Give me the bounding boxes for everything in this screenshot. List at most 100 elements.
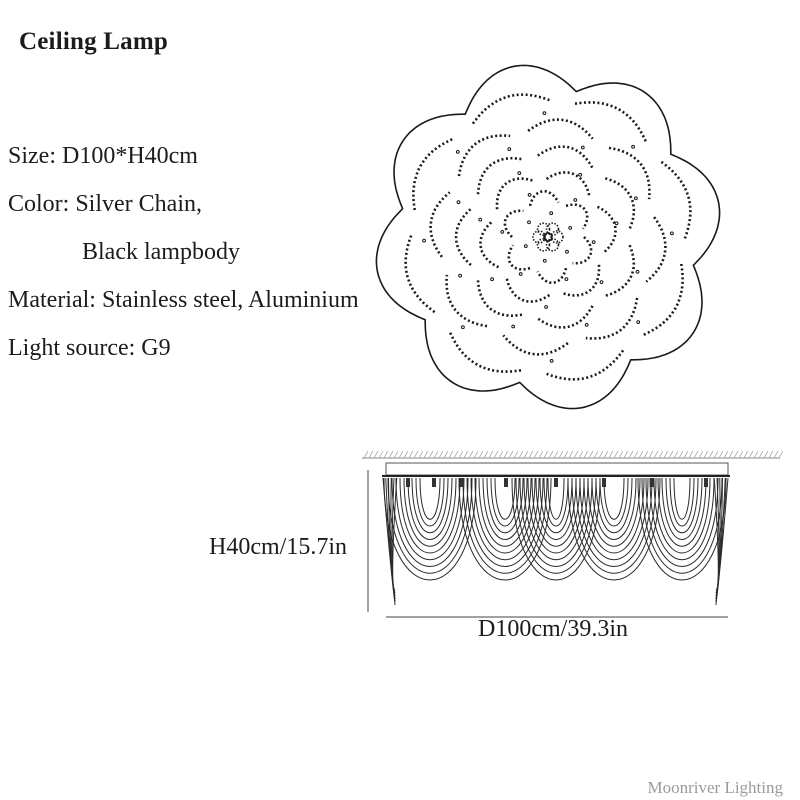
- ceiling-hatch-stroke: [578, 450, 584, 459]
- ceiling-hatch-stroke: [623, 450, 629, 459]
- crystal-dot: [564, 277, 569, 282]
- hanging-chain-loop: [490, 477, 520, 527]
- g9-bulb: [554, 478, 558, 487]
- ceiling-hatch-stroke: [703, 450, 709, 459]
- hanging-chain-loop: [645, 477, 719, 567]
- hanging-chain-loop: [399, 477, 461, 554]
- ceiling-hatch-stroke: [583, 450, 589, 459]
- g9-bulb: [432, 478, 436, 487]
- ceiling-hatch-stroke: [633, 450, 639, 459]
- crystal-dot: [500, 230, 505, 234]
- ceiling-hatch: [362, 450, 784, 459]
- ceiling-hatch-stroke: [473, 450, 479, 459]
- ceiling-hatch-stroke: [628, 450, 634, 459]
- crystal-dot: [636, 320, 641, 325]
- crystal-dot: [422, 238, 427, 243]
- ceiling-hatch-stroke: [468, 450, 474, 459]
- crystal-dot: [507, 147, 512, 152]
- chain-ring-arc: [574, 101, 648, 145]
- crystal-dot: [565, 249, 569, 254]
- center-petal: [545, 222, 560, 236]
- side-chain-drape: [391, 477, 396, 594]
- chain-ring-arc: [536, 305, 594, 329]
- ceiling-hatch-stroke: [708, 450, 714, 459]
- ceiling-hatch-stroke: [403, 450, 409, 459]
- hanging-chain-loop: [474, 477, 536, 554]
- ceiling-hatch-stroke: [738, 450, 744, 459]
- center-petal: [545, 238, 560, 252]
- crystal-dot: [580, 145, 585, 150]
- crystal-dot: [458, 273, 463, 278]
- ceiling-hatch-stroke: [728, 450, 734, 459]
- ceiling-hatch-stroke: [718, 450, 724, 459]
- ceiling-hatch-stroke: [393, 450, 399, 459]
- hanging-chain-loop: [515, 477, 597, 574]
- ceiling-hatch-stroke: [378, 450, 384, 459]
- chain-ring-arc: [502, 334, 569, 356]
- crystal-dot: [544, 305, 548, 309]
- hanging-chain-loop: [523, 477, 589, 560]
- ceiling-hatch-stroke: [618, 450, 624, 459]
- g9-bulb: [650, 478, 654, 487]
- hanging-chain-loop: [535, 477, 577, 540]
- chain-ring-arc: [476, 279, 523, 318]
- center-core: [543, 232, 553, 242]
- hanging-chain-loop: [411, 477, 449, 534]
- ceiling-hatch-stroke: [643, 450, 649, 459]
- ceiling-hatch-stroke: [458, 450, 464, 459]
- hanging-chain-loop: [661, 477, 703, 540]
- side-chain-drape: [715, 477, 720, 594]
- crystal-dot: [599, 280, 604, 285]
- ceiling-hatch-stroke: [648, 450, 654, 459]
- hanging-chain-loop: [543, 477, 569, 527]
- ceiling-hatch-stroke: [368, 450, 374, 459]
- ceiling-hatch-stroke: [553, 450, 559, 459]
- lamp-outer-outline: [375, 64, 721, 410]
- hanging-chain-loop: [403, 477, 457, 547]
- ceiling-hatch-stroke: [763, 450, 769, 459]
- hanging-chain-loop: [519, 477, 593, 567]
- crystal-dot: [455, 150, 460, 154]
- ceiling-hatch-stroke: [673, 450, 679, 459]
- ceiling-hatch-stroke: [663, 450, 669, 459]
- ceiling-hatch-stroke: [568, 450, 574, 459]
- ceiling-hatch-stroke: [593, 450, 599, 459]
- g9-bulb: [460, 478, 464, 487]
- ceiling-hatch-stroke: [603, 450, 609, 459]
- chain-ring-arc: [429, 191, 451, 258]
- ceiling-hatch-stroke: [773, 450, 779, 459]
- ceiling-hatch-stroke: [428, 450, 434, 459]
- crystal-dot: [527, 220, 531, 225]
- crystal-dot: [456, 200, 461, 205]
- hanging-chain-loop: [407, 477, 453, 540]
- ceiling-hatch-stroke: [433, 450, 439, 459]
- brand-watermark: Moonriver Lighting: [647, 778, 783, 797]
- spec-light-source: Light source: G9: [8, 335, 171, 361]
- ceiling-hatch-stroke: [538, 450, 544, 459]
- hanging-chain-loop: [391, 477, 469, 567]
- ceiling-hatch-stroke: [463, 450, 469, 459]
- hanging-chain-loop: [494, 477, 516, 520]
- ceiling-hatch-stroke: [613, 450, 619, 459]
- ceiling-hatch-stroke: [683, 450, 689, 459]
- chain-ring-arc: [448, 329, 522, 373]
- spec-material: Material: Stainless steel, Aluminium: [8, 287, 359, 313]
- crystal-dot: [584, 323, 589, 327]
- ceiling-hatch-stroke: [493, 450, 499, 459]
- ceiling-hatch-stroke: [653, 450, 659, 459]
- hanging-chain-loop: [415, 477, 445, 527]
- hanging-chain-loop: [571, 477, 657, 574]
- hanging-chain-loop: [547, 477, 565, 520]
- chain-ring-arc: [537, 145, 594, 169]
- hanging-chain-loop: [527, 477, 585, 554]
- chain-ring-arc: [404, 232, 436, 314]
- chain-ring-arc: [543, 349, 625, 381]
- chain-ring-arc: [585, 297, 639, 340]
- page-title: Ceiling Lamp: [19, 28, 168, 55]
- ceiling-hatch-stroke: [503, 450, 509, 459]
- hanging-chain-loop: [599, 477, 629, 527]
- crystal-dot: [542, 258, 547, 263]
- ceiling-hatch-stroke: [408, 450, 414, 459]
- hanging-chain-loop: [395, 477, 465, 560]
